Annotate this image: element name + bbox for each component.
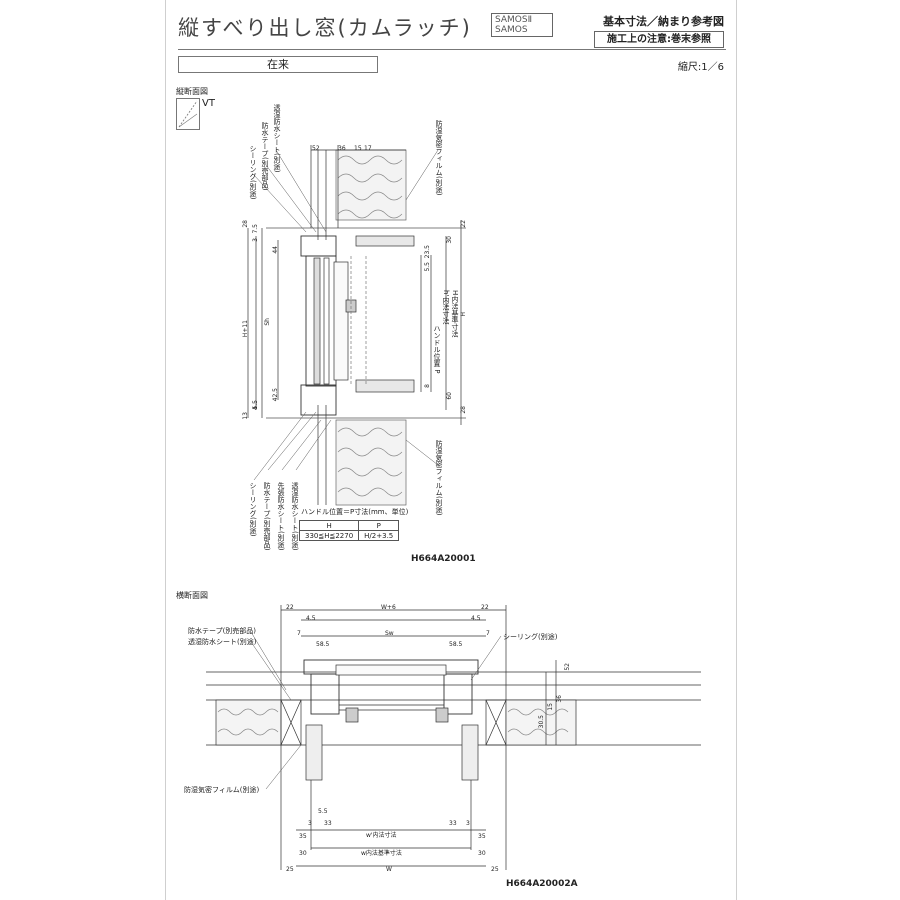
hdim-33-left: 33 xyxy=(324,820,332,827)
hdim-58-5-right: 58.5 xyxy=(449,641,463,648)
table-header-row: H P xyxy=(298,520,400,531)
vertical-section-label: 縦断面図 xyxy=(176,87,208,96)
hdim-15: 15 xyxy=(547,703,554,711)
dim-left-4: 4 xyxy=(252,406,259,410)
dim-left-h-plus-11: H+11 xyxy=(242,320,249,338)
dim-top-52: 52 xyxy=(312,145,320,152)
note-film-h: 防湿気密フィルム(別途) xyxy=(184,786,260,794)
dim-right-8: 8 xyxy=(424,384,431,388)
hdim-30-left: 30 xyxy=(299,850,307,857)
hdim-25-left: 25 xyxy=(286,866,294,873)
hdim-22-left: 22 xyxy=(286,604,294,611)
drawing-sheet: 縦すべり出し窓(カムラッチ) SAMOSⅡ SAMOS 基本寸法／納まり参考図 … xyxy=(165,0,737,900)
series-badge: SAMOSⅡ SAMOS xyxy=(491,13,553,37)
dim-right-23-5: 23.5 xyxy=(424,245,431,259)
cell-p-formula: H/2+3.5 xyxy=(358,530,400,541)
note-waterproof-tape-bottom: 防水テープ(別売部品) xyxy=(263,482,271,551)
vertical-section-drawing xyxy=(247,145,466,506)
hdim-3-right: 3 xyxy=(466,820,470,827)
section-drawings xyxy=(206,145,701,870)
dim-left-3: 3 xyxy=(252,238,259,242)
hdim-4-5-left: 4.5 xyxy=(306,615,316,622)
horizontal-section-drawing xyxy=(206,605,701,870)
hdim-w: W xyxy=(386,866,392,873)
note-film-bottom: 防湿気密フィルム(別途) xyxy=(435,440,443,516)
dim-right-handle-p: ハンドル位置 P xyxy=(433,325,441,374)
series-line-1: SAMOSⅡ xyxy=(495,15,533,25)
hdim-w-plus-6: W+6 xyxy=(381,604,396,611)
hdim-w-basis: w内法基準寸法 xyxy=(361,850,402,857)
note-breathable-sheet-bottom: 透湿防水シート(別途) xyxy=(291,482,299,551)
handle-table-caption: ハンドル位置＝P寸法(mm、単位) xyxy=(301,508,409,516)
hdim-30-5: 30.5 xyxy=(538,715,545,729)
horizontal-section-label: 横断面図 xyxy=(176,591,208,600)
table-row: 330≦H≦2270 H/2+3.5 xyxy=(298,530,400,541)
construction-notice: 施工上の注意:巻末参照 xyxy=(594,31,724,48)
hdim-4-5-right: 4.5 xyxy=(471,615,481,622)
dim-left-44: 44 xyxy=(272,246,279,254)
hdim-33-right: 33 xyxy=(449,820,457,827)
note-pre-sheet-bottom: 先張防水シート(別途) xyxy=(277,482,285,551)
construction-type: 在来 xyxy=(178,56,378,73)
series-line-2: SAMOS xyxy=(495,25,528,35)
hdim-3-left: 3 xyxy=(308,820,312,827)
reference-title: 基本寸法／納まり参考図 xyxy=(603,15,724,28)
note-sealing-h: シーリング(別途) xyxy=(503,633,558,641)
hdim-52: 52 xyxy=(564,663,571,671)
dim-top-36: 36 xyxy=(338,145,346,152)
dim-right-h-basis: H内法基準寸法 xyxy=(451,290,459,338)
header-p: P xyxy=(358,520,400,531)
dim-left-13: 13 xyxy=(242,412,249,420)
note-sealing-bottom: シーリング(別途) xyxy=(249,482,257,537)
note-waterproof-tape-top: 防水テープ(別売部品) xyxy=(261,122,269,191)
drawing-scale: 縮尺:1／6 xyxy=(677,62,724,73)
hdim-36: 36 xyxy=(556,695,563,703)
dim-top-15: 15 xyxy=(354,145,362,152)
hdim-35-right: 35 xyxy=(478,833,486,840)
dim-right-30: 30 xyxy=(446,236,453,244)
hdim-30-right: 30 xyxy=(478,850,486,857)
hdim-w-inner: w'内法寸法 xyxy=(366,832,397,839)
hdim-58-5-left: 58.5 xyxy=(316,641,330,648)
handle-position-table: H P 330≦H≦2270 H/2+3.5 xyxy=(298,520,400,541)
dim-left-sh: Sh xyxy=(264,318,271,326)
hdim-sw: Sw xyxy=(385,630,394,637)
header-divider xyxy=(178,49,726,50)
window-code: VT xyxy=(202,98,215,109)
hdim-22-right: 22 xyxy=(481,604,489,611)
hdim-7-left: 7 xyxy=(297,630,301,637)
cell-h-range: 330≦H≦2270 xyxy=(298,530,360,541)
page-title: 縦すべり出し窓(カムラッチ) xyxy=(178,16,472,40)
note-film-top: 防湿気密フィルム(別途) xyxy=(435,120,443,196)
dim-left-42-5: 42.5 xyxy=(272,388,279,402)
vt-symbol-icon xyxy=(176,98,200,130)
dim-right-28: 28 xyxy=(460,406,467,414)
dim-left-28: 28 xyxy=(242,220,249,228)
dim-top-17: 17 xyxy=(364,145,372,152)
dim-right-h: H xyxy=(460,312,467,317)
horizontal-drawing-code: H664A20002A xyxy=(506,879,578,889)
note-breathable-sheet-top: 透湿防水シート(別途) xyxy=(273,104,281,173)
vertical-drawing-code: H664A20001 xyxy=(411,554,476,564)
dim-left-7-5: 7.5 xyxy=(252,224,259,234)
note-waterproof-tape-h: 防水テープ(別売部品) xyxy=(188,627,257,635)
hdim-5-5: 5.5 xyxy=(318,808,328,815)
hdim-35-left: 35 xyxy=(299,833,307,840)
dim-right-60: 60 xyxy=(446,392,453,400)
dim-right-5-5: 5.5 xyxy=(424,262,431,272)
dim-right-22: 22 xyxy=(460,220,467,228)
hdim-7-right: 7 xyxy=(486,630,490,637)
header-h: H xyxy=(298,520,360,531)
note-sealing-top: シーリング(別途) xyxy=(249,145,257,200)
note-breathable-sheet-h: 透湿防水シート(別途) xyxy=(188,638,257,646)
hdim-25-right: 25 xyxy=(491,866,499,873)
dim-right-h-inner: h'内法寸法 xyxy=(442,290,450,325)
